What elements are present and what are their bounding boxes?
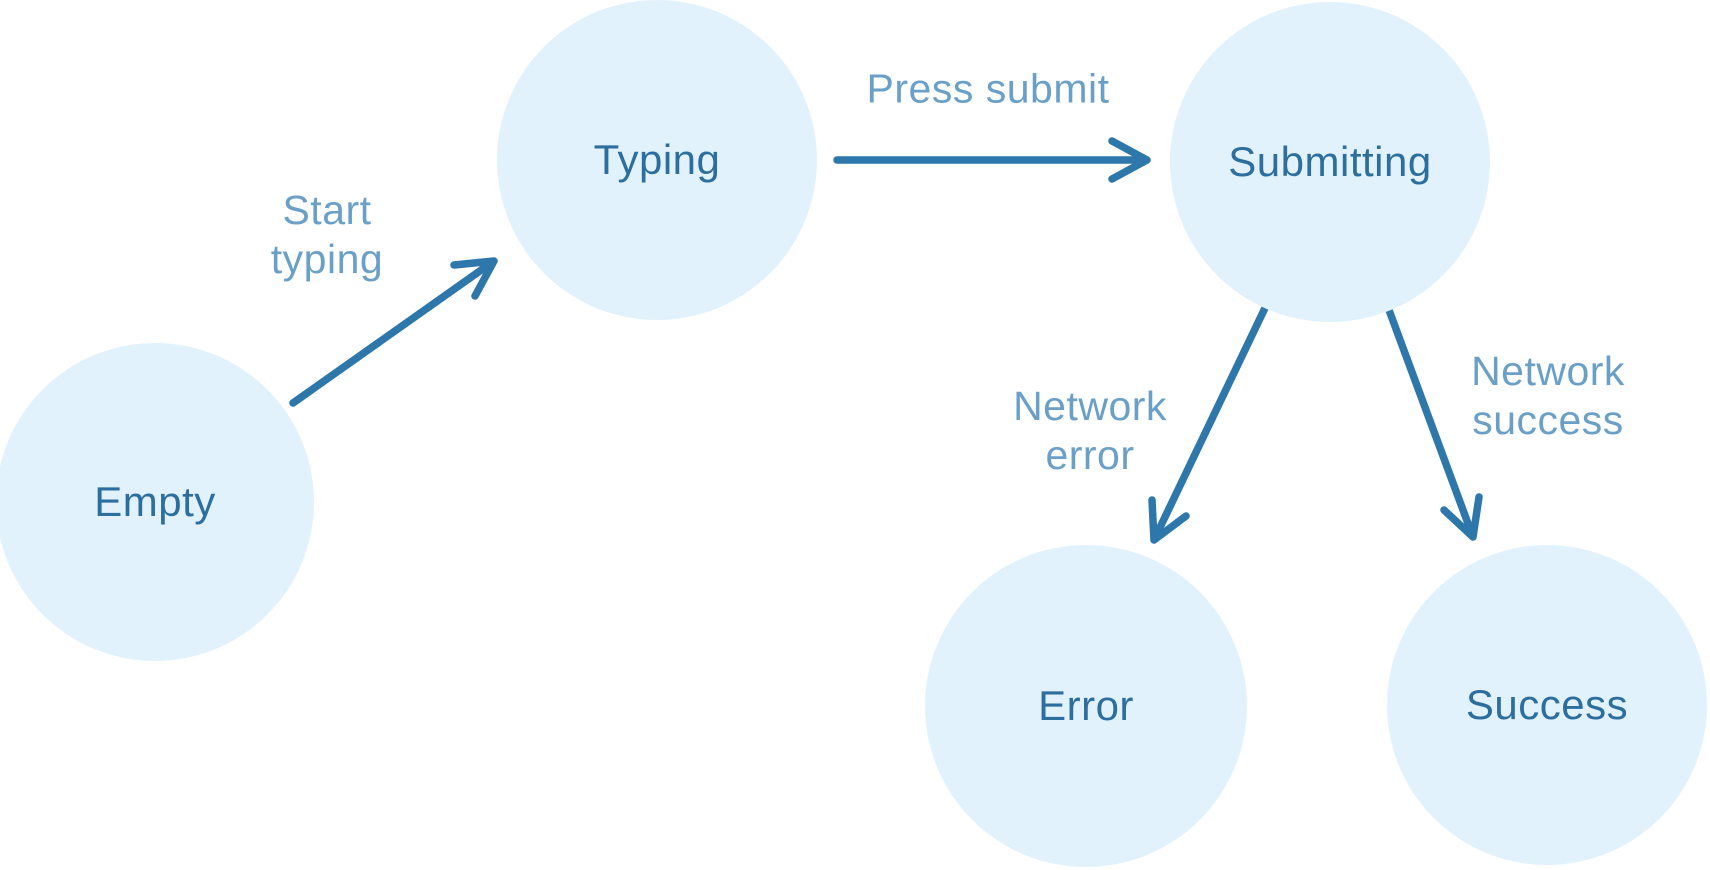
transition-label-press-submit: Press submit: [866, 65, 1110, 112]
transition-label-network-error: Network error: [1013, 383, 1167, 478]
arrow-typing-to-submitting: [833, 137, 1151, 183]
state-label-success: Success: [1465, 681, 1629, 728]
state-label-empty: Empty: [94, 478, 216, 525]
state-label-typing: Typing: [593, 136, 721, 183]
state-node-empty: Empty: [0, 343, 314, 661]
state-label-error: Error: [1038, 682, 1134, 729]
state-node-submitting: Submitting: [1170, 2, 1490, 322]
state-node-typing: Typing: [497, 0, 817, 320]
transition-label-network-success: Network success: [1471, 348, 1625, 443]
transition-label-start-typing: Start typing: [270, 187, 384, 282]
state-node-success: Success: [1387, 545, 1707, 865]
state-label-submitting: Submitting: [1228, 138, 1432, 185]
state-node-error: Error: [925, 545, 1247, 867]
